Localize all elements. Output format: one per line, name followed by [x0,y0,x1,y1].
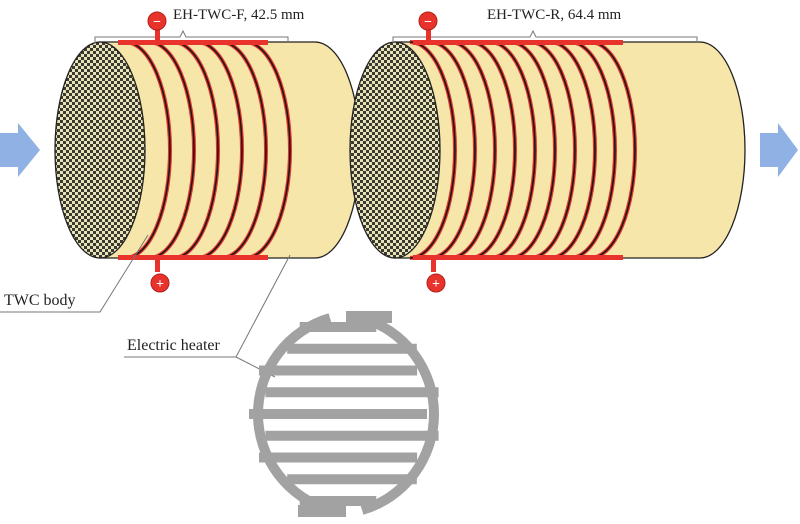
electric-heater-element [249,311,439,517]
heater-ring [220,41,267,259]
minus-sign-icon: − [424,15,432,30]
front-catalyst-label: EH-TWC-F, 42.5 mm [173,7,305,23]
rear-length-bracket [392,29,698,43]
heater-ring [409,41,456,259]
electric-heater-label: Electric heater [127,337,220,354]
rear-heater-rings [409,40,637,260]
rear-negative-terminal: − [418,11,438,42]
heater-ring [489,41,536,259]
outlet-flow-arrow [760,123,798,177]
heater-bottom-terminal-tab [298,505,346,517]
heater-serpentine-strips [249,322,439,506]
front-heater-rings [124,40,292,260]
twc-body-label: TWC body [4,292,76,309]
heater-ring [124,41,171,259]
heater-left-rim [253,313,332,515]
heater-ring [429,41,476,259]
heater-ring [529,41,576,259]
plus-sign-icon: + [156,277,164,292]
front-bottom-electrode [118,255,268,260]
rear-catalyst-label: EH-TWC-R, 64.4 mm [487,7,621,23]
heater-ring [196,41,243,259]
rear-inlet-face [349,41,441,259]
heater-top-terminal-tab [346,311,392,323]
plus-sign-icon: + [432,277,440,292]
front-top-electrode [118,40,268,45]
front-positive-terminal: + [150,258,170,293]
rear-bottom-electrode [413,255,623,260]
twc-body-leader [0,234,149,313]
heater-ring [172,41,219,259]
heater-ring [569,41,616,259]
heater-ring [244,41,291,259]
heater-ring [509,41,556,259]
rear-top-electrode [413,40,623,45]
heater-ring [469,41,516,259]
rear-catalyst-cylinder [349,40,746,260]
heater-right-rim [360,313,439,515]
front-negative-terminal: − [147,11,167,42]
front-catalyst-cylinder [54,40,361,260]
inlet-flow-arrow [0,123,40,177]
heater-ring [589,41,636,259]
front-inlet-face [54,41,146,259]
minus-sign-icon: − [153,15,161,30]
rear-positive-terminal: + [426,258,446,293]
heater-ring [449,41,496,259]
heater-ring [148,41,195,259]
front-length-bracket [94,29,289,43]
heater-ring [549,41,596,259]
